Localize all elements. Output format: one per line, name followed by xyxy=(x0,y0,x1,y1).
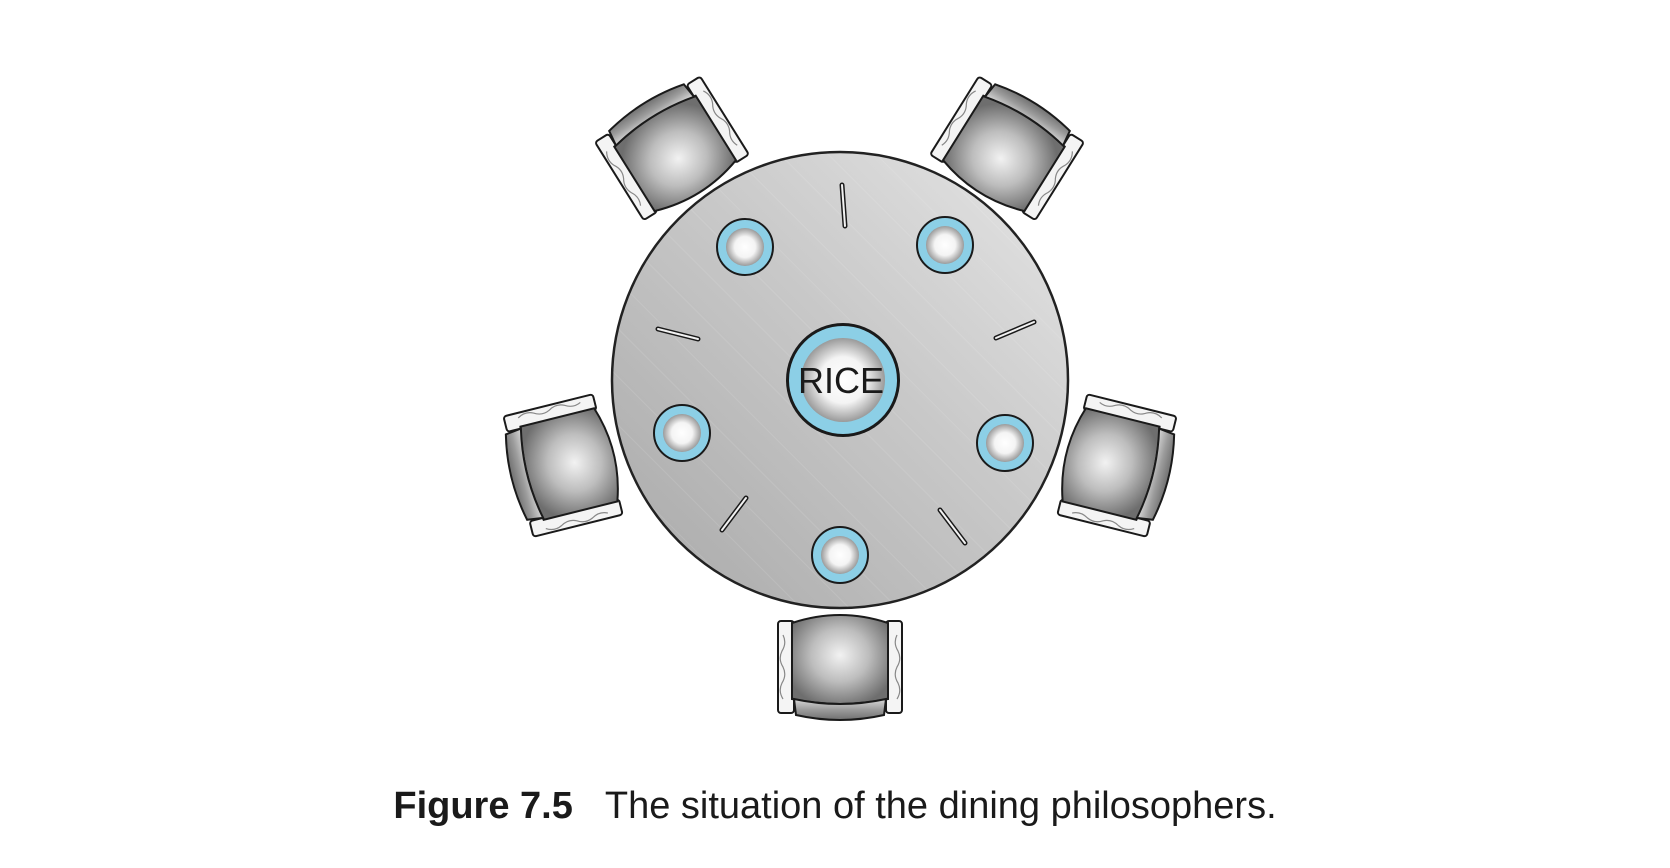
chair-right xyxy=(1050,391,1185,540)
figure-caption-text: The situation of the dining philosophers… xyxy=(604,785,1277,827)
plate xyxy=(716,218,774,276)
chopstick xyxy=(839,182,848,229)
figure-caption: Figure 7.5 The situation of the dining ph… xyxy=(0,784,1670,828)
rice-bowl: RICE xyxy=(786,323,900,437)
chair-left xyxy=(495,391,630,540)
plate xyxy=(811,526,869,584)
figure-number: Figure 7.5 xyxy=(393,785,573,827)
chair-bottom xyxy=(777,614,903,721)
chopstick xyxy=(719,495,749,533)
chopstick xyxy=(993,319,1037,341)
chopstick xyxy=(937,507,968,546)
plate xyxy=(916,216,974,274)
chopstick xyxy=(655,326,701,342)
plate xyxy=(976,414,1034,472)
plate xyxy=(653,404,711,462)
rice-label: RICE xyxy=(798,360,884,401)
